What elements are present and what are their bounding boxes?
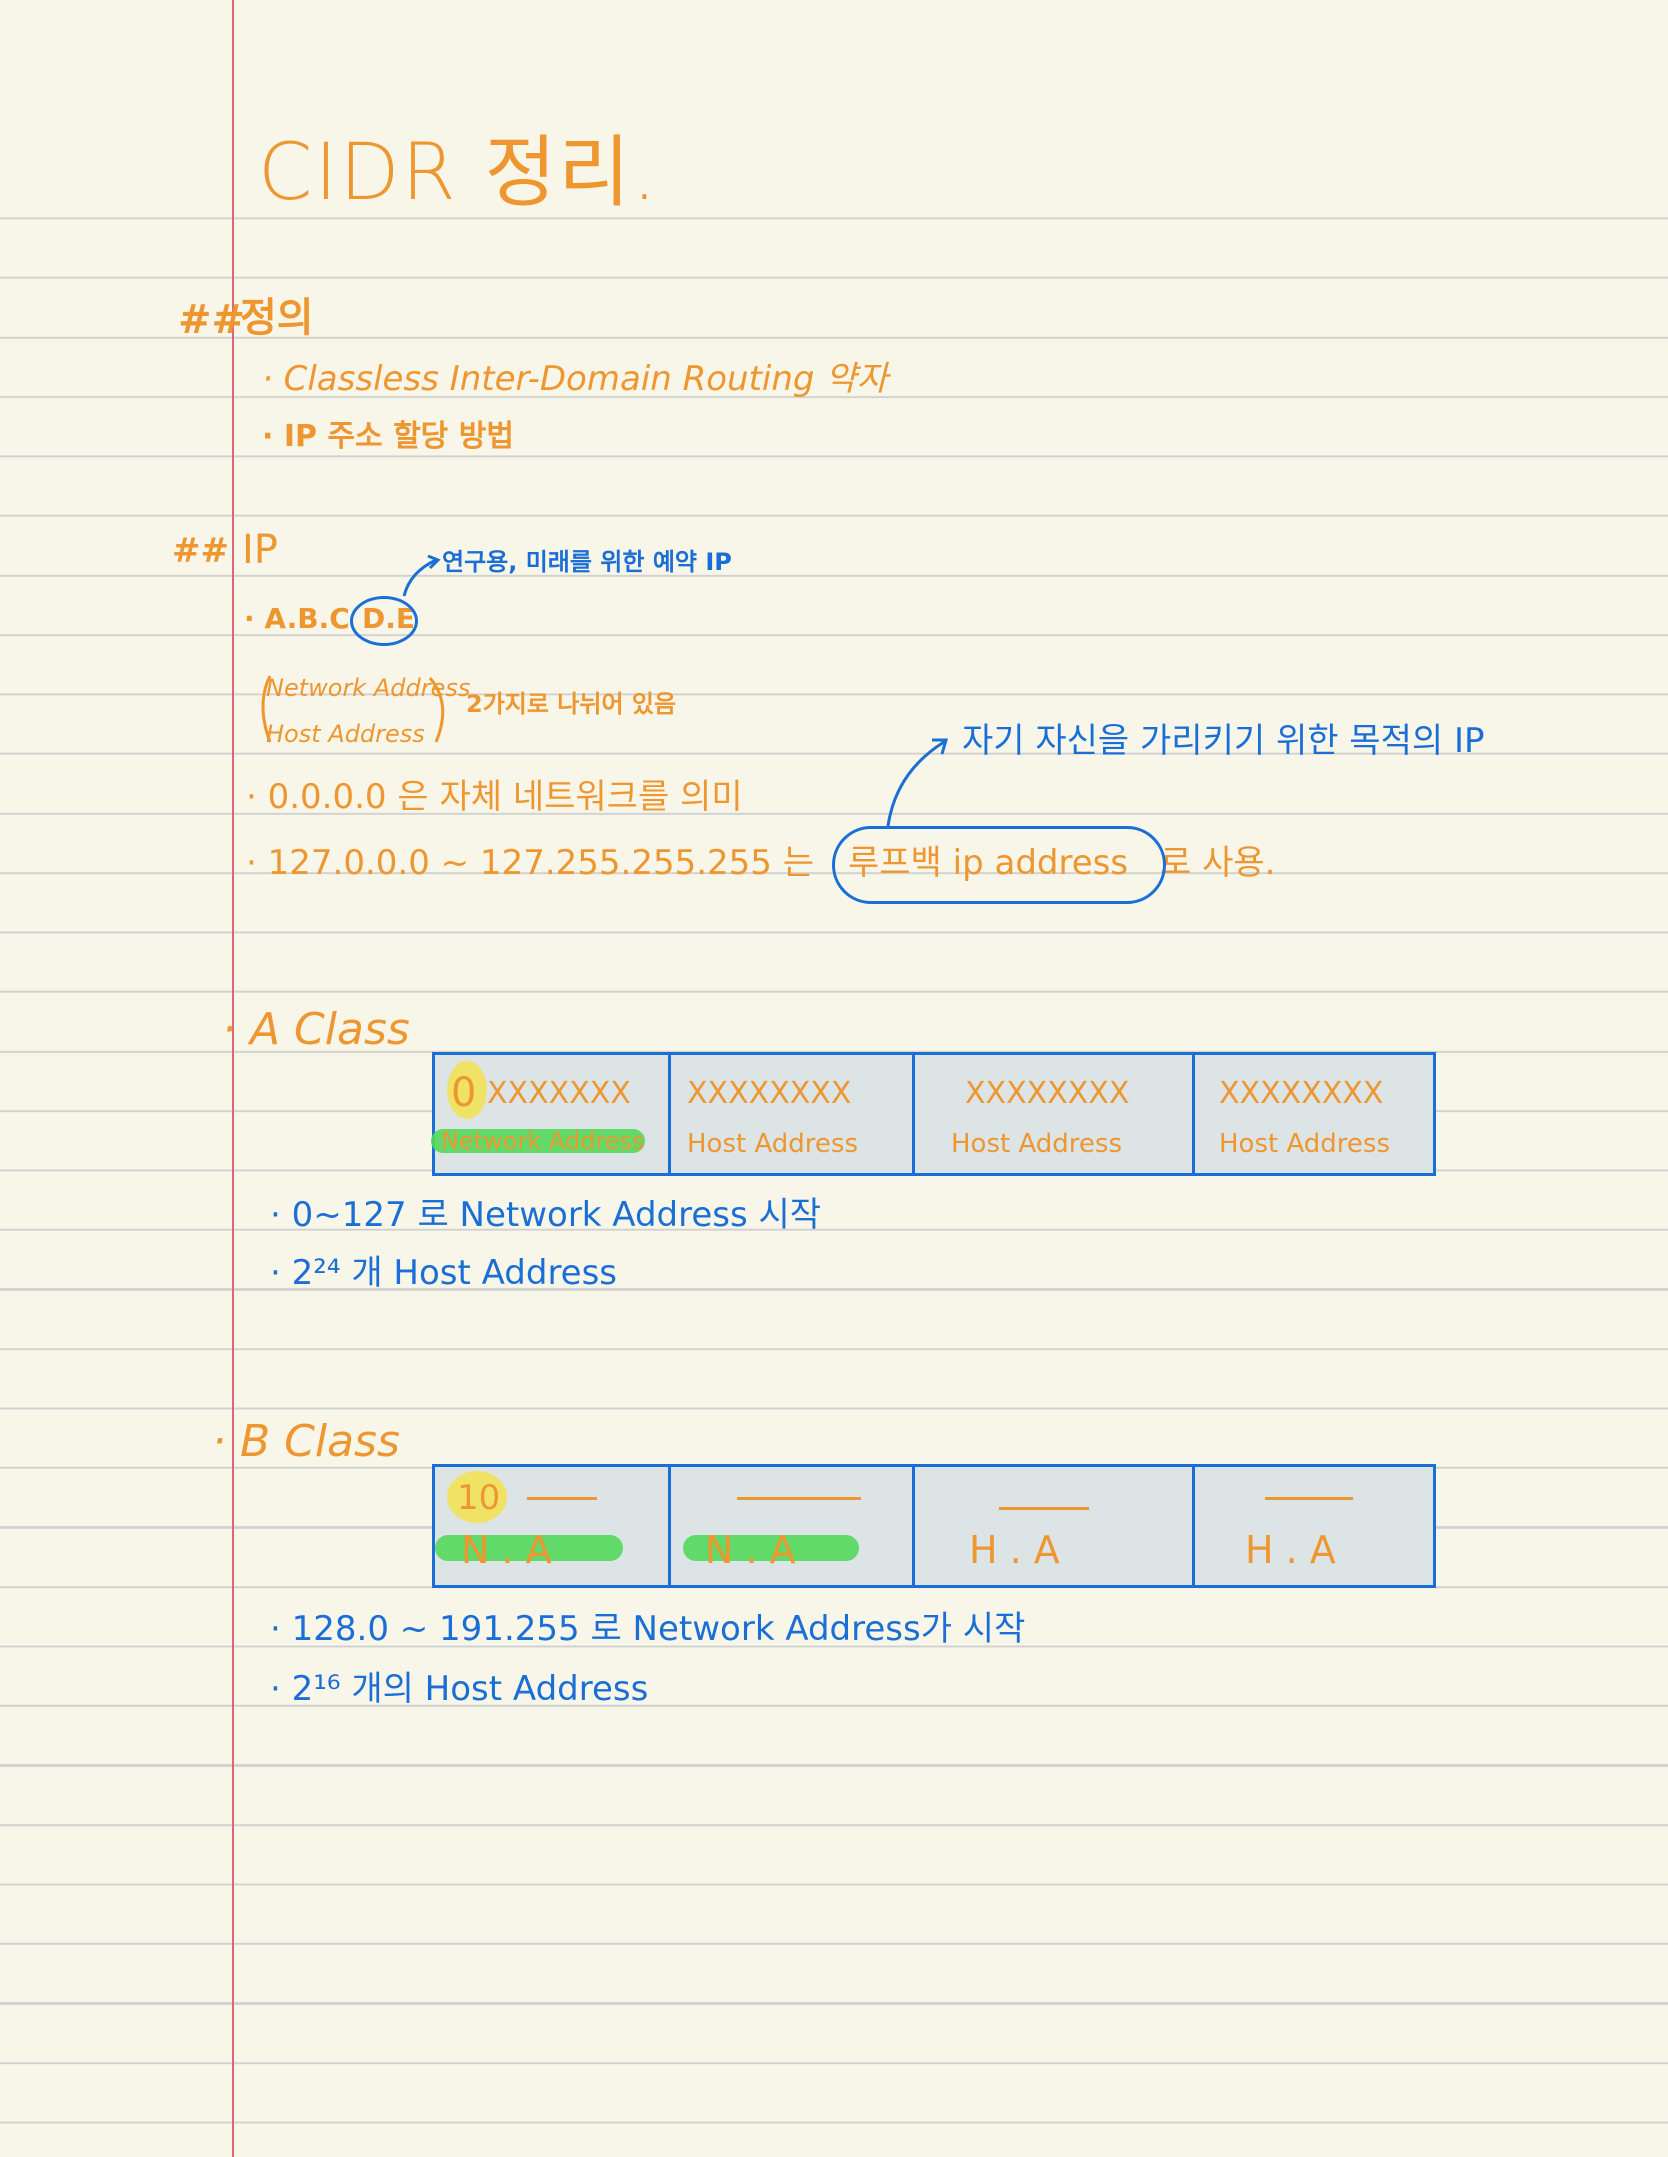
- split-note: 2가지로 나뉘어 있음: [466, 690, 677, 718]
- class-a-octet-3: XXXXXXXX Host Address: [915, 1055, 1195, 1173]
- margin-line: [232, 0, 234, 2157]
- zero-address-line: · 0.0.0.0 은 자체 네트워크를 의미: [246, 777, 743, 817]
- class-a-octet-1: 0 XXXXXXX Network Address: [431, 1055, 671, 1173]
- octet-leading-bits: 10: [457, 1478, 501, 1518]
- reserved-ip-note: 연구용, 미래를 위한 예약 IP: [442, 548, 732, 576]
- section-marker: ##: [172, 531, 229, 571]
- class-b-octet-3: H . A: [915, 1467, 1195, 1585]
- class-de-circle: [350, 596, 418, 646]
- octet-bits: XXXXXXXX: [1219, 1076, 1384, 1111]
- section-heading-definition: 정의: [240, 295, 314, 341]
- octet-bits: XXXXXXXX: [965, 1076, 1130, 1111]
- octet-bits-line: [1265, 1497, 1353, 1500]
- class-a-octet-2: XXXXXXXX Host Address: [671, 1055, 915, 1173]
- loopback-note: 자기 자신을 가리키기 위한 목적의 IP: [962, 721, 1485, 761]
- paper-header: [0, 0, 1668, 160]
- brace-right: [428, 677, 445, 743]
- loopback-suffix: 로 사용.: [1160, 843, 1276, 883]
- arrow-reserved: [402, 558, 437, 597]
- ip-classes-line: · A.B.C: [244, 602, 350, 635]
- definition-item: · Classless Inter-Domain Routing 약자: [262, 359, 888, 399]
- octet-bits: XXXXXXXX: [687, 1076, 852, 1111]
- highlight-network: [435, 1535, 623, 1561]
- loopback-circle: [832, 826, 1166, 904]
- class-a-table: 0 XXXXXXX Network Address XXXXXXXX Host …: [431, 1052, 1436, 1176]
- octet-role: H . A: [969, 1528, 1060, 1572]
- highlight-first-bit: [447, 1061, 487, 1119]
- brace-left: [261, 675, 272, 743]
- highlight-network: [683, 1535, 859, 1561]
- octet-bits-line: [527, 1497, 597, 1500]
- octet-role: Network Address: [441, 1127, 645, 1155]
- class-b-octet-2: N . A: [671, 1467, 915, 1585]
- octet-role: N . A: [705, 1528, 796, 1572]
- page-title: CIDR 정리.: [258, 128, 659, 218]
- class-b-table: 10 N . A N . A H . A H . A: [432, 1464, 1436, 1588]
- loopback-range: · 127.0.0.0 ~ 127.255.255.255 는: [246, 843, 815, 883]
- arrow-loopback: [886, 740, 945, 827]
- octet-role: H . A: [1245, 1528, 1336, 1572]
- class-a-note: · 2²⁴ 개 Host Address: [270, 1253, 618, 1293]
- class-b-label: · B Class: [212, 1416, 400, 1467]
- class-a-note: · 0~127 로 Network Address 시작: [270, 1195, 822, 1235]
- class-b-octet-1: 10 N . A: [435, 1467, 671, 1585]
- class-b-note: · 2¹⁶ 개의 Host Address: [270, 1669, 649, 1709]
- loopback-circled-text: 루프백 ip address: [848, 843, 1129, 883]
- class-a-label: · A Class: [222, 1004, 410, 1055]
- octet-bits-line: [999, 1507, 1089, 1510]
- octet-role: Host Address: [687, 1129, 859, 1159]
- arrowhead-loopback: [932, 738, 948, 755]
- octet-leading-bit: 0: [451, 1070, 477, 1116]
- section-heading-ip: IP: [242, 527, 278, 573]
- octet-role: Host Address: [951, 1129, 1123, 1159]
- highlight-network: [431, 1129, 645, 1153]
- octet-bits-line: [737, 1497, 861, 1500]
- arrowhead-reserved: [427, 554, 441, 570]
- octet-role: Host Address: [1219, 1129, 1391, 1159]
- highlight-first-bits: [447, 1471, 507, 1523]
- class-b-octet-4: H . A: [1195, 1467, 1427, 1585]
- section-marker: ##: [178, 297, 246, 343]
- class-b-note: · 128.0 ~ 191.255 로 Network Address가 시작: [270, 1609, 1026, 1649]
- octet-role: N . A: [461, 1528, 552, 1572]
- definition-item: · IP 주소 할당 방법: [262, 419, 514, 454]
- class-a-octet-4: XXXXXXXX Host Address: [1195, 1055, 1427, 1173]
- octet-bits: XXXXXXX: [487, 1076, 631, 1111]
- host-address-label: Host Address: [266, 720, 425, 748]
